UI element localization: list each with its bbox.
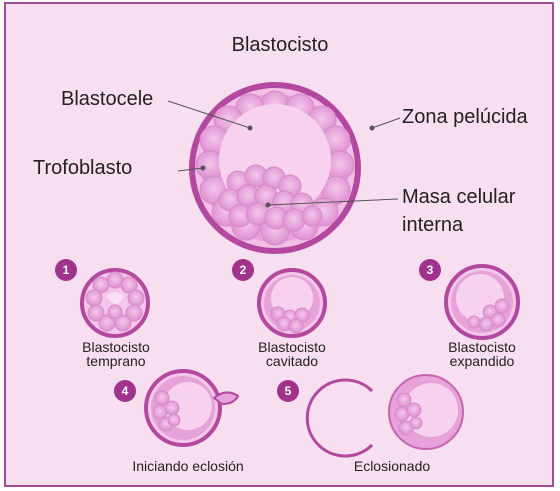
label-masa-celular: Masa celular	[402, 186, 515, 209]
stage-3-badge: 3	[419, 259, 441, 281]
stage-5-embryo	[307, 375, 463, 456]
stage-4-badge: 4	[114, 380, 136, 402]
stage-2-embryo	[259, 270, 325, 336]
stage-1-label-line1: Blastocisto	[82, 340, 150, 354]
stage-2-badge: 2	[232, 259, 254, 281]
label-blastocele: Blastocele	[61, 88, 153, 111]
stage-4-embryo	[146, 371, 238, 445]
stage-1-embryo	[82, 270, 148, 336]
stage-3-label-line1: Blastocisto	[448, 340, 516, 354]
stage-1-badge: 1	[55, 259, 77, 281]
stage-2-label: Blastocisto cavitado	[258, 340, 326, 368]
stage-3-label: Blastocisto expandido	[448, 340, 516, 368]
label-interna: interna	[402, 214, 463, 237]
stage-3-label-line2: expandido	[448, 354, 516, 368]
main-blastocyst	[168, 85, 400, 251]
stage-5-label: Eclosionado	[354, 459, 430, 473]
stage-3-embryo	[446, 266, 518, 338]
label-zona-pelucida: Zona pelúcida	[402, 106, 528, 129]
stage-1-label: Blastocisto temprano	[82, 340, 150, 368]
stage-5-badge: 5	[277, 380, 299, 402]
diagram-title: Blastocisto	[232, 34, 329, 57]
empty-zona-shell	[307, 380, 372, 456]
stage-1-label-line2: temprano	[82, 354, 150, 368]
stage-4-label: Iniciando eclosión	[132, 459, 243, 473]
stage-2-label-line1: Blastocisto	[258, 340, 326, 354]
label-trofoblasto: Trofoblasto	[33, 157, 132, 180]
stage-2-label-line2: cavitado	[258, 354, 326, 368]
